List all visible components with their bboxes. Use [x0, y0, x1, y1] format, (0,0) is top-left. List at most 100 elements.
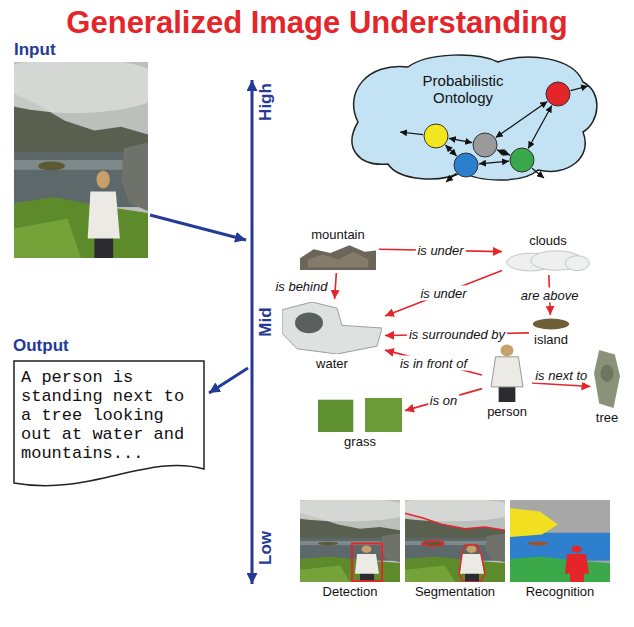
- relation-arrow: [405, 389, 482, 411]
- ontology-link: [400, 132, 423, 135]
- relation-label: is behind: [273, 279, 329, 294]
- node-label: mountain: [311, 227, 364, 242]
- tree-patch: [601, 365, 614, 382]
- person-head: [501, 345, 514, 357]
- input-photo: Input: [14, 40, 148, 258]
- ontology-label: Probabilistic Ontology: [408, 72, 518, 106]
- rock-shape: [121, 142, 148, 211]
- person-body: [491, 357, 523, 387]
- person-head: [96, 171, 109, 189]
- title-area: Generalized Image Understanding: [0, 5, 634, 41]
- relation-label: is under: [418, 286, 468, 301]
- document-outline: [14, 361, 204, 486]
- node-picture: [505, 250, 591, 272]
- brain-shape: [352, 55, 597, 180]
- output-heading: Output: [13, 336, 69, 356]
- node-picture: [14, 62, 148, 258]
- ontology-link: [532, 168, 544, 178]
- ontology-link: [445, 145, 456, 156]
- node-label: person: [487, 404, 527, 419]
- relation-arrow: [385, 270, 502, 316]
- ontology-link: [479, 161, 509, 164]
- person-legs: [499, 387, 516, 402]
- concept-circle: [424, 124, 448, 148]
- node-label: Recognition: [526, 584, 595, 599]
- axis-level-label: High: [256, 83, 276, 121]
- label-region: [510, 508, 558, 537]
- grass-patch: [318, 400, 353, 432]
- label-region: [510, 557, 610, 582]
- relation-label: is surrounded by: [407, 327, 507, 342]
- grass-light: [300, 566, 350, 582]
- island-shape: [423, 542, 443, 546]
- grass-light: [14, 219, 81, 258]
- island-shape: [318, 542, 338, 546]
- node-label: tree: [596, 410, 618, 425]
- level-axis: [251, 80, 254, 584]
- person-body: [355, 554, 379, 574]
- island-patch: [533, 319, 569, 330]
- node-picture: [300, 500, 400, 582]
- label-region: [510, 500, 610, 582]
- segment-node: tree: [594, 350, 621, 425]
- cloud-patch: [565, 256, 589, 271]
- node-label: clouds: [529, 233, 567, 248]
- node-picture: [300, 244, 376, 270]
- axis-level-label: Mid: [256, 307, 276, 336]
- segment-node: island: [532, 318, 570, 347]
- fog: [405, 500, 505, 521]
- mountain-patch: [300, 245, 376, 270]
- segment-outline: [405, 513, 505, 530]
- grass-shape: [300, 557, 400, 582]
- document-box: A person is standing next to a tree look…: [13, 360, 205, 493]
- segment-node: clouds: [505, 233, 591, 272]
- concept-circle: [546, 82, 570, 106]
- relation-arrow: [385, 350, 482, 375]
- node-label: Segmentation: [415, 584, 495, 599]
- result-image: Segmentation: [405, 500, 505, 599]
- node-picture: [488, 344, 526, 402]
- fog: [14, 62, 148, 113]
- relation-label: are above: [519, 288, 581, 303]
- grass-light: [405, 566, 455, 582]
- output-arrow: [209, 368, 248, 393]
- person-body: [565, 554, 589, 574]
- person-head: [467, 546, 477, 553]
- relation-label: is next to: [533, 367, 589, 382]
- segment-node: mountain: [300, 227, 376, 270]
- relation-label: is on: [428, 392, 459, 407]
- fog: [300, 500, 400, 521]
- segment-outline: [459, 545, 485, 582]
- result-image: Detection: [300, 500, 400, 599]
- rock-shape: [485, 534, 505, 563]
- grass-shape: [14, 197, 148, 258]
- node-picture: [532, 318, 570, 330]
- axis-level-label: Low: [256, 531, 276, 565]
- relation-label: is in front of: [398, 355, 469, 370]
- node-label: island: [534, 332, 568, 347]
- output-document: Output A person is standing next to a tre…: [13, 336, 205, 493]
- node-label: water: [316, 356, 348, 371]
- concept-circle: [454, 153, 478, 177]
- ontology-link: [528, 105, 552, 148]
- tree-patch: [594, 350, 620, 408]
- result-image: Recognition: [510, 500, 610, 599]
- person-head: [362, 546, 372, 553]
- segment-node: person: [485, 344, 529, 419]
- person-body: [460, 554, 484, 574]
- ontology-brain: Probabilistic Ontology: [338, 52, 603, 184]
- water-patch-hole: [295, 312, 323, 333]
- detection-box: [352, 543, 382, 581]
- node-picture: [510, 500, 610, 582]
- input-arrow: [150, 215, 246, 240]
- grass-patch: [365, 398, 402, 432]
- node-label: Detection: [323, 584, 378, 599]
- segment-outline: [422, 541, 444, 546]
- description-text: A person is standing next to a tree look…: [21, 368, 197, 463]
- ontology-link: [446, 173, 456, 182]
- concept-circle: [473, 133, 497, 157]
- concept-circle: [510, 148, 534, 172]
- segment-node: grass: [318, 398, 402, 449]
- water-patch: [282, 302, 382, 354]
